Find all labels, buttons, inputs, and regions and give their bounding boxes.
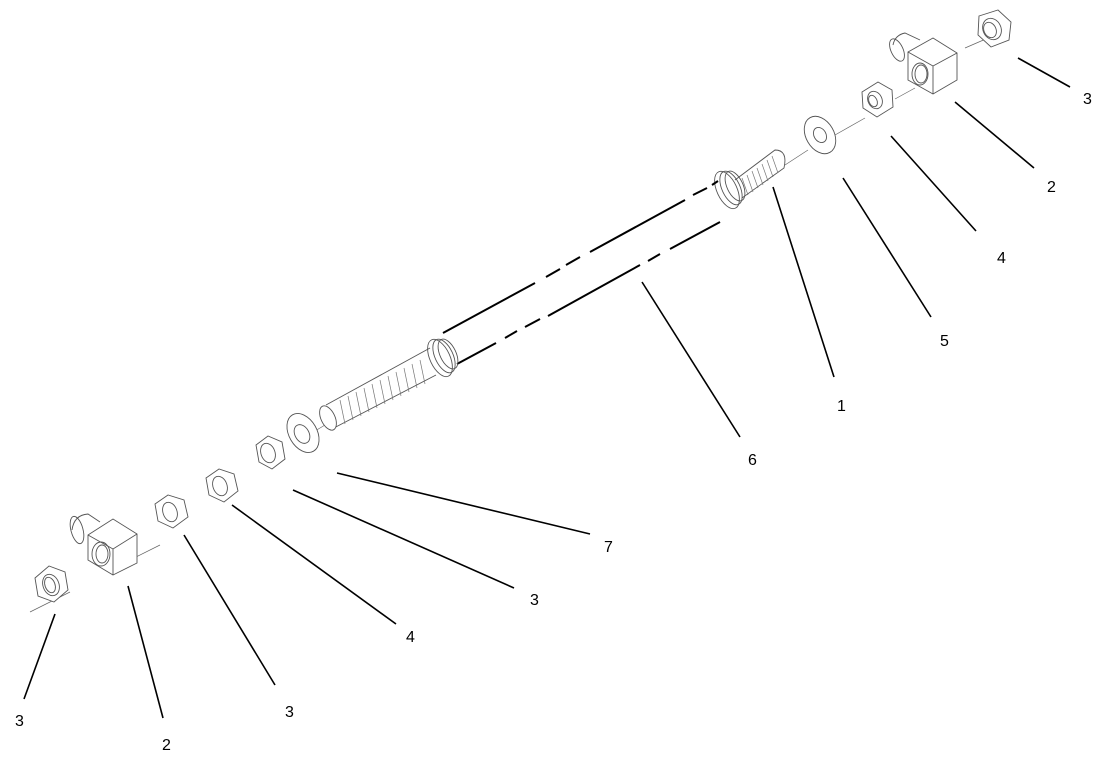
hex-nut-bottom-left-icon (34, 565, 69, 603)
callout-2-top-right: 2 (1047, 179, 1056, 196)
rod-body-break-lines (442, 180, 721, 365)
callout-3-top-right: 3 (1083, 91, 1092, 108)
elbow-fitting-top-right-icon (889, 32, 958, 95)
threaded-rod-left-icon (319, 338, 459, 431)
hex-nut-left-1-icon (255, 435, 286, 470)
callout-4-right: 4 (997, 250, 1006, 267)
hex-nut-right-icon (861, 81, 894, 118)
callout-7: 7 (604, 539, 613, 556)
elbow-fitting-bottom-left-icon (69, 513, 138, 576)
leader-lines (23, 57, 1071, 719)
hex-nut-left-2-icon (205, 468, 239, 503)
hex-nut-left-3-icon (154, 494, 189, 529)
callout-3-bottom-left: 3 (15, 713, 24, 730)
callout-4-left: 4 (406, 629, 415, 646)
callout-3-middle: 3 (530, 592, 539, 609)
washer-left-icon (286, 413, 320, 453)
callout-3-lower: 3 (285, 704, 294, 721)
callout-5: 5 (940, 333, 949, 350)
threaded-rod-end-right-icon (714, 149, 786, 210)
callout-6: 6 (748, 452, 757, 469)
callout-2-bottom-left: 2 (162, 737, 171, 754)
hex-nut-top-right-icon (977, 9, 1012, 48)
washer-right-icon (803, 115, 837, 155)
callout-1: 1 (837, 398, 846, 415)
